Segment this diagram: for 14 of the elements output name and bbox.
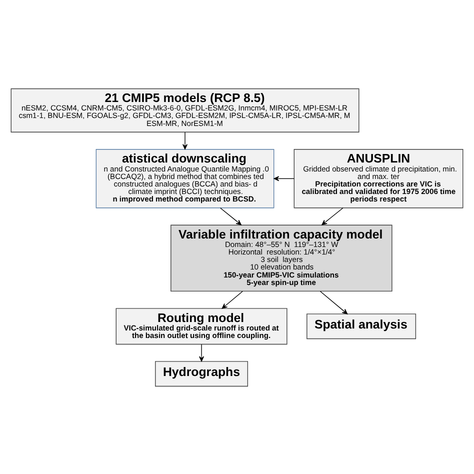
arrow xyxy=(322,207,344,225)
node-box: 21 CMIP5 models (RCP 8.5) nESM2, CCSM4, CNRM-CM5, CSIRO-Mk3-6-0, GFDL-ESM2G, Inmcm4, MIROC5, MPI-ESM-LR csm1-1, BNU-ESM, FGOALS-g2, GFDL-CM3, GFDL-ESM2M, IPSL-CM5A-LR, IPSL-CM5A-MR, M ESM-MR, NorESM1-M xyxy=(10,88,360,132)
node-box: atistical downscaling n and Constructed Analogue Quantile Mapping .0 (BCCAQ2), a hybrid method that combines ted constructed analogues (BCCA) and bias- d climate imprint (BCCI) techniques. n improved method compared to BCSD. xyxy=(96,148,274,208)
node-box: Routing model VIC-simulated grid-scale runoff is routed at the basin outlet using offline coupling. xyxy=(116,308,288,344)
node-box: Hydrographs xyxy=(155,360,248,386)
arrow xyxy=(274,176,294,181)
arrow xyxy=(182,131,188,149)
node-box: ANUSPLIN Gridded observed climate d precipitation, min. and max. ter Precipitation corrections are VIC is calibrated and validated for 1975 2006 time periods respect xyxy=(294,148,464,208)
node-box: Spatial analysis xyxy=(306,313,416,339)
arrow xyxy=(199,344,204,362)
arrow xyxy=(222,290,243,308)
arrow xyxy=(320,290,348,314)
arrow xyxy=(220,207,242,225)
node-box: Variable infiltration capacity model Domain: 48°–55° N 119°–131° W Horizontal resolution: 1/4°×1/4° 3 soil layers 10 elevation bands 150-year CMIP5-VIC simulations 5-year spin-up time xyxy=(170,224,392,292)
